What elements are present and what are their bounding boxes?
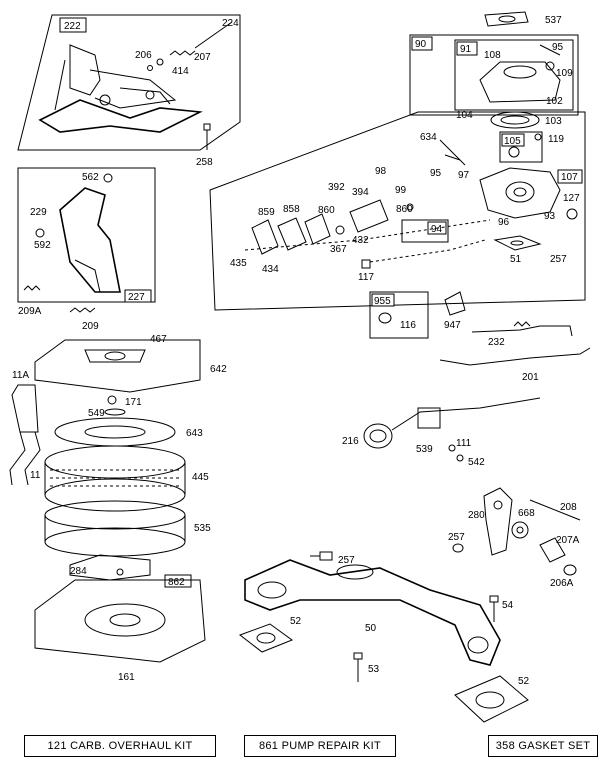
part-206: 206 (135, 50, 152, 61)
part-52-right: 52 (518, 676, 530, 687)
part-257-right: 257 (448, 532, 465, 543)
part-394: 394 (352, 187, 369, 198)
part-11a: 11A (12, 370, 29, 381)
part-224: 224 (222, 18, 239, 29)
part-947: 947 (444, 320, 461, 331)
governor-lever-assembly: 280 668 208 207A 206A 257 (448, 487, 581, 589)
part-102: 102 (546, 96, 563, 107)
choke-bracket-assembly: 227 562 229 592 209A 209 (17, 167, 156, 332)
linkage-rods: 232 201 (439, 321, 591, 383)
pump-kit-955: 955 116 947 (369, 291, 466, 339)
part-109: 109 (556, 68, 573, 79)
part-432: 432 (352, 235, 369, 246)
part-537: 537 (545, 15, 562, 26)
part-634: 634 (420, 132, 437, 143)
part-95-mid: 95 (430, 168, 442, 179)
part-367: 367 (330, 244, 347, 255)
part-117: 117 (358, 272, 374, 283)
part-434: 434 (262, 264, 279, 275)
part-414: 414 (172, 66, 189, 77)
part-539: 539 (416, 444, 433, 455)
part-206a: 206A (550, 578, 574, 589)
part-860-left: 860 (318, 205, 335, 216)
part-127: 127 (563, 193, 580, 204)
part-103: 103 (545, 116, 562, 127)
box-label-862: 862 (168, 577, 185, 588)
box-label-227: 227 (128, 292, 145, 303)
part-99: 99 (395, 185, 407, 196)
part-208: 208 (560, 502, 577, 513)
part-119: 119 (548, 134, 564, 145)
part-201: 201 (522, 372, 539, 383)
part-467: 467 (150, 334, 167, 345)
part-229: 229 (30, 207, 47, 218)
part-95-top: 95 (552, 42, 564, 53)
part-257-bottom: 257 (338, 555, 355, 566)
part-280: 280 (468, 510, 485, 521)
part-284: 284 (70, 566, 87, 577)
part-50: 50 (365, 623, 377, 634)
part-216: 216 (342, 436, 359, 447)
air-cleaner-assembly: 467 642 171 549 643 445 535 11A 11 284 8… (9, 334, 227, 683)
part-93: 93 (544, 211, 556, 222)
part-860-right: 860 (396, 204, 413, 215)
part-11: 11 (30, 470, 41, 481)
part-445: 445 (192, 472, 209, 483)
part-111: 111 (456, 438, 472, 449)
part-209a: 209A (18, 306, 42, 317)
part-535: 535 (194, 523, 211, 534)
part-97: 97 (458, 170, 470, 181)
part-257-top: 257 (550, 254, 567, 265)
part-435: 435 (230, 258, 247, 269)
governor-linkage: 216 539 111 542 (342, 397, 541, 468)
part-859: 859 (258, 207, 275, 218)
box-label-222: 222 (64, 21, 81, 32)
kit-label-carb-overhaul: 121 CARB. OVERHAUL KIT (24, 735, 216, 757)
part-53: 53 (368, 664, 380, 675)
part-54: 54 (502, 600, 514, 611)
part-171: 171 (125, 397, 142, 408)
part-643: 643 (186, 428, 203, 439)
part-108: 108 (484, 50, 501, 61)
box-label-91: 91 (460, 44, 472, 55)
part-562: 562 (82, 172, 99, 183)
part-258: 258 (196, 157, 213, 168)
part-668: 668 (518, 508, 535, 519)
part-592: 592 (34, 240, 51, 251)
part-98: 98 (375, 166, 387, 177)
carburetor-assembly: 537 90 91 95 108 109 102 104 103 105 119… (209, 11, 586, 311)
part-104: 104 (456, 110, 473, 121)
part-207: 207 (194, 52, 211, 63)
box-label-107: 107 (561, 172, 578, 183)
part-161: 161 (118, 672, 135, 683)
part-549: 549 (88, 408, 105, 419)
part-96: 96 (498, 217, 510, 228)
part-52-left: 52 (290, 616, 302, 627)
kit-label-gasket-set: 358 GASKET SET (488, 735, 598, 757)
part-232: 232 (488, 337, 505, 348)
part-51: 51 (510, 254, 522, 265)
part-116: 116 (400, 320, 416, 331)
intake-manifold: 257 54 52 50 53 52 (238, 551, 530, 723)
part-209: 209 (82, 321, 99, 332)
part-392: 392 (328, 182, 345, 193)
box-label-955: 955 (374, 296, 391, 307)
throttle-control-assembly: 222 224 206 207 414 258 (17, 14, 241, 168)
part-642: 642 (210, 364, 227, 375)
box-label-105: 105 (504, 136, 521, 147)
box-label-94: 94 (431, 224, 443, 235)
kit-label-pump-repair: 861 PUMP REPAIR KIT (244, 735, 396, 757)
part-542: 542 (468, 457, 485, 468)
part-207a: 207A (556, 535, 580, 546)
part-858: 858 (283, 204, 300, 215)
box-label-90: 90 (415, 39, 427, 50)
